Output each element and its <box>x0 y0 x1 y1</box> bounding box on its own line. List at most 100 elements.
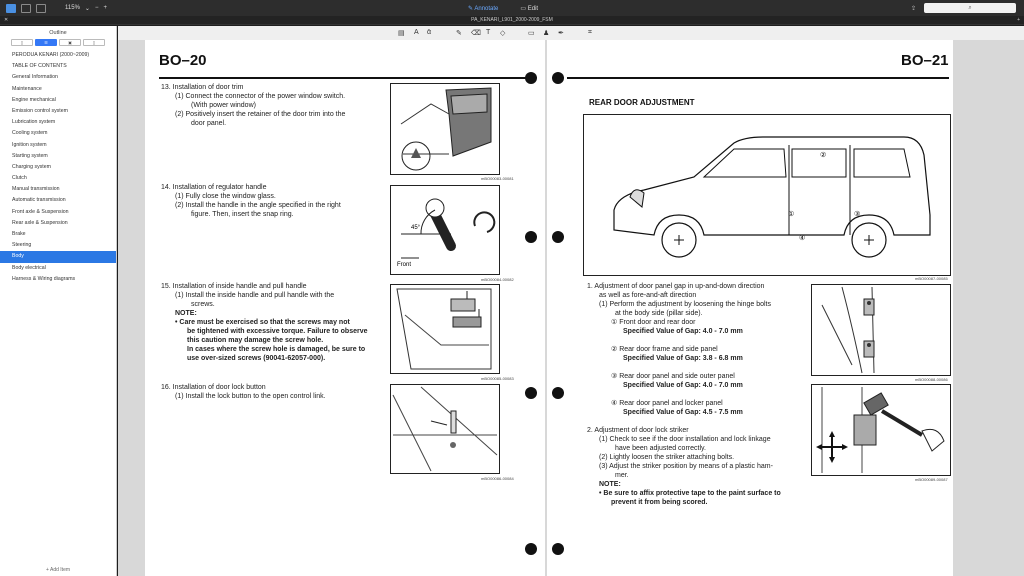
share-icon[interactable]: ⇪ <box>910 5 916 12</box>
annotate-button[interactable]: ✎ Annotate <box>468 5 499 12</box>
section-title: REAR DOOR ADJUSTMENT <box>589 98 695 107</box>
edit-button[interactable]: ▭ Edit <box>520 5 539 12</box>
outline-item[interactable]: Body electrical <box>12 264 46 271</box>
annotation-toolbar: ▤ A ᾱ ✎ ⌫ T ◇ ▭ ♟ ✒ ⌗ <box>118 26 1024 40</box>
shape-icon[interactable]: ◇ <box>500 30 506 37</box>
outline-item[interactable]: Starting system <box>12 152 48 159</box>
pen-icon[interactable]: ✎ <box>456 30 462 37</box>
zoom-control[interactable]: 115% ⌄ − + <box>65 5 107 12</box>
regulator-handle-figure: 45° Front <box>390 185 500 275</box>
page-header: BO–20 <box>159 52 207 69</box>
figure-id: mBO00084-00082 <box>481 277 514 282</box>
outline-item[interactable]: Ignition system <box>12 141 47 148</box>
outline-item[interactable]: Harness & Wiring diagrams <box>12 275 76 282</box>
binder-hole <box>525 543 537 555</box>
outline-item[interactable]: General Information <box>12 74 58 81</box>
text-icon[interactable]: A <box>414 29 419 36</box>
callout-1: ① <box>788 210 794 218</box>
signature-icon[interactable]: ✒ <box>558 30 564 37</box>
step-16: 16. Installation of door lock button (1)… <box>161 384 326 400</box>
page-header: BO–21 <box>901 52 949 69</box>
outline-tab-icon[interactable]: ☰ <box>35 39 57 46</box>
zoom-in-icon[interactable]: + <box>103 4 107 11</box>
outline-item[interactable]: PERODUA KENARI (2000~2009) <box>12 52 90 58</box>
left-page: BO–20 13. Installation of door trim (1) … <box>145 40 545 576</box>
outline-item[interactable]: Front axle & Suspension <box>12 208 69 215</box>
step-1: 1. Adjustment of door panel gap in up-an… <box>587 283 781 506</box>
outline-item[interactable]: Brake <box>12 231 26 237</box>
binder-hole <box>552 231 564 243</box>
angle-label: 45° <box>411 225 421 231</box>
right-page: BO–21 REAR DOOR ADJUSTMENT ① ② ③ ④ mBO00… <box>547 40 953 576</box>
annotation-tab-icon[interactable]: ▯ <box>83 39 105 46</box>
outline-list: PERODUA KENARI (2000~2009) TABLE OF CONTE… <box>0 50 116 285</box>
page-view-icon[interactable] <box>36 3 46 13</box>
grid-view-icon[interactable] <box>21 3 31 13</box>
search-icon: ⌕ <box>968 5 972 11</box>
thumbnail-tab-icon[interactable]: ▣ <box>59 39 81 46</box>
outline-item[interactable]: Lubrication system <box>12 119 56 126</box>
step-15: 15. Installation of inside handle and pu… <box>161 283 368 362</box>
document-tab-title[interactable]: PA_KENARI_L901_2000-2009_FSM <box>471 17 553 23</box>
outline-item[interactable]: Clutch <box>12 175 27 182</box>
add-item-button[interactable]: + Add Item <box>45 567 71 573</box>
chevron-down-icon[interactable]: ⌄ <box>84 5 90 12</box>
step-13: 13. Installation of door trim (1) Connec… <box>161 84 346 127</box>
binder-hole <box>552 543 564 555</box>
hinge-bolt-figure <box>811 284 951 376</box>
zoom-level[interactable]: 115% <box>65 4 80 11</box>
document-tab-bar: ✕ PA_KENARI_L901_2000-2009_FSM + <box>0 16 1024 25</box>
figure-id: mBO00083-00081 <box>481 176 514 181</box>
outline-item[interactable]: Automatic transmission <box>12 197 66 204</box>
car-side-figure: ① ② ③ ④ <box>583 114 951 276</box>
sidebar-toggle-icon[interactable] <box>6 3 16 13</box>
binder-hole <box>552 387 564 399</box>
binder-hole <box>525 387 537 399</box>
text-box-icon[interactable]: T <box>486 29 491 36</box>
text-select-icon[interactable]: ▤ <box>398 30 405 37</box>
binder-hole <box>525 72 537 84</box>
outline-item[interactable]: Steering <box>12 242 32 249</box>
outline-item[interactable]: TABLE OF CONTENTS <box>12 63 67 70</box>
header-rule <box>567 77 949 79</box>
outline-item[interactable]: Emission control system <box>12 107 68 114</box>
figure-id: mBO00089-00087 <box>915 477 948 482</box>
callout-4: ④ <box>799 234 805 242</box>
binder-hole <box>525 231 537 243</box>
crop-icon[interactable]: ⌗ <box>588 29 592 36</box>
header-rule <box>159 77 529 79</box>
lock-button-figure <box>390 384 500 474</box>
outline-item[interactable]: Maintenance <box>12 85 42 92</box>
binder-hole <box>552 72 564 84</box>
zoom-out-icon[interactable]: − <box>94 4 99 11</box>
outline-item[interactable]: Rear axle & Suspension <box>12 219 68 226</box>
bookmark-tab-icon[interactable]: ▯ <box>11 39 33 46</box>
outline-item[interactable]: Manual transmission <box>12 186 60 193</box>
stamp-icon[interactable]: ♟ <box>543 30 550 37</box>
outline-item[interactable]: Engine mechanical <box>12 96 56 103</box>
callout-3: ③ <box>854 210 860 218</box>
search-input[interactable]: ⌕ <box>924 3 1016 13</box>
main-toolbar: 115% ⌄ − + ✎ Annotate ▭ Edit ⇪ ⌕ <box>0 0 1024 16</box>
striker-figure <box>811 384 951 476</box>
figure-id: mBO00085-00083 <box>481 376 514 381</box>
close-tab-icon[interactable]: ✕ <box>4 17 9 23</box>
strikethrough-icon[interactable]: ᾱ <box>427 29 432 36</box>
door-trim-figure <box>390 83 500 175</box>
inside-handle-figure <box>390 284 500 374</box>
figure-id: mBO00088-00086 <box>915 377 948 382</box>
figure-id: mBO00087-00085 <box>915 276 948 281</box>
outline-item[interactable]: Cooling system <box>12 130 48 137</box>
comment-icon[interactable]: ▭ <box>528 30 535 37</box>
outline-item[interactable]: Charging system <box>12 163 51 170</box>
outline-sidebar: Outline ▯ ☰ ▣ ▯ PERODUA KENARI (2000~200… <box>0 26 117 576</box>
sidebar-title: Outline <box>49 30 67 36</box>
callout-2: ② <box>820 151 826 159</box>
step-14: 14. Installation of regulator handle (1)… <box>161 184 341 218</box>
outline-item[interactable]: Body <box>0 251 116 263</box>
new-tab-icon[interactable]: + <box>1017 17 1020 23</box>
document-viewer: ▤ A ᾱ ✎ ⌫ T ◇ ▭ ♟ ✒ ⌗ BO–20 13. Installa… <box>118 26 1024 576</box>
eraser-icon[interactable]: ⌫ <box>471 30 481 37</box>
figure-id: mBO00086-00084 <box>481 476 514 481</box>
front-label: Front <box>397 262 411 268</box>
